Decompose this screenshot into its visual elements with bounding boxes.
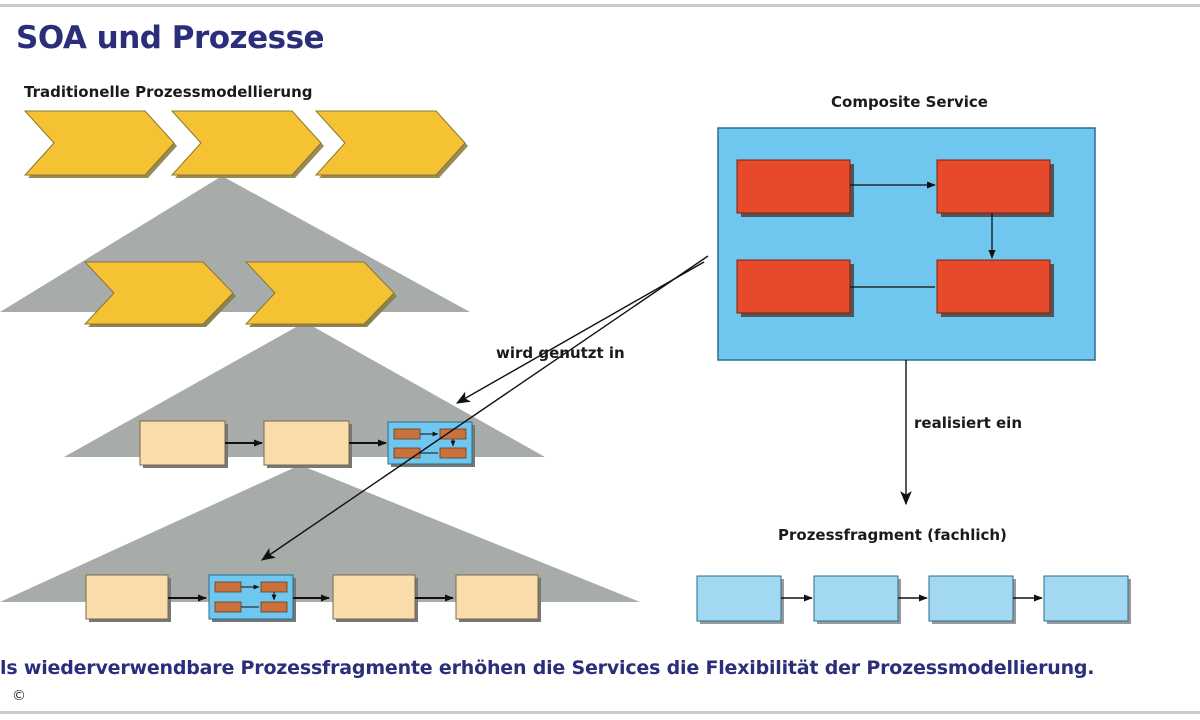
fragment-box — [1043, 575, 1129, 622]
fragment-box — [928, 575, 1014, 622]
service-box — [936, 159, 1051, 214]
hierarchy-triangle-3 — [0, 465, 640, 602]
label-process-fragment: Prozessfragment (fachlich) — [778, 526, 1007, 544]
process-fragment-row — [696, 575, 1131, 624]
middle-chevrons — [83, 261, 397, 327]
chevron — [314, 110, 466, 176]
uses-arrow-upper — [455, 261, 705, 404]
label-traditional: Traditionelle Prozessmodellierung — [24, 83, 313, 101]
top-chevrons — [23, 110, 468, 178]
top-rule — [0, 4, 1200, 7]
copyright-icon: © — [12, 688, 26, 704]
process-box — [263, 420, 350, 466]
uses-arrow-lower — [261, 255, 709, 561]
label-composite-service: Composite Service — [831, 93, 988, 111]
chevron — [23, 110, 175, 176]
fragment-box — [813, 575, 899, 622]
chevron — [83, 261, 234, 325]
composite-service — [717, 127, 1096, 361]
bottom-rule — [0, 711, 1200, 714]
page-title: SOA und Prozesse — [16, 20, 325, 56]
process-box — [139, 420, 226, 466]
caption: ls wiederverwendbare Prozessfragmente er… — [0, 657, 1095, 679]
process-box — [332, 574, 416, 620]
label-used-in: wird genutzt in — [496, 344, 625, 362]
chevron — [244, 261, 395, 325]
service-box — [936, 259, 1051, 314]
mini-composite — [208, 574, 294, 620]
chevron — [170, 110, 322, 176]
process-box — [85, 574, 169, 620]
service-box — [736, 259, 851, 314]
process-row-3 — [139, 420, 475, 468]
label-realizes: realisiert ein — [914, 414, 1022, 432]
fragment-box — [696, 575, 782, 622]
process-box — [455, 574, 539, 620]
process-row-4 — [85, 574, 541, 622]
service-box — [736, 159, 851, 214]
hierarchy-triangle-1 — [0, 176, 470, 312]
